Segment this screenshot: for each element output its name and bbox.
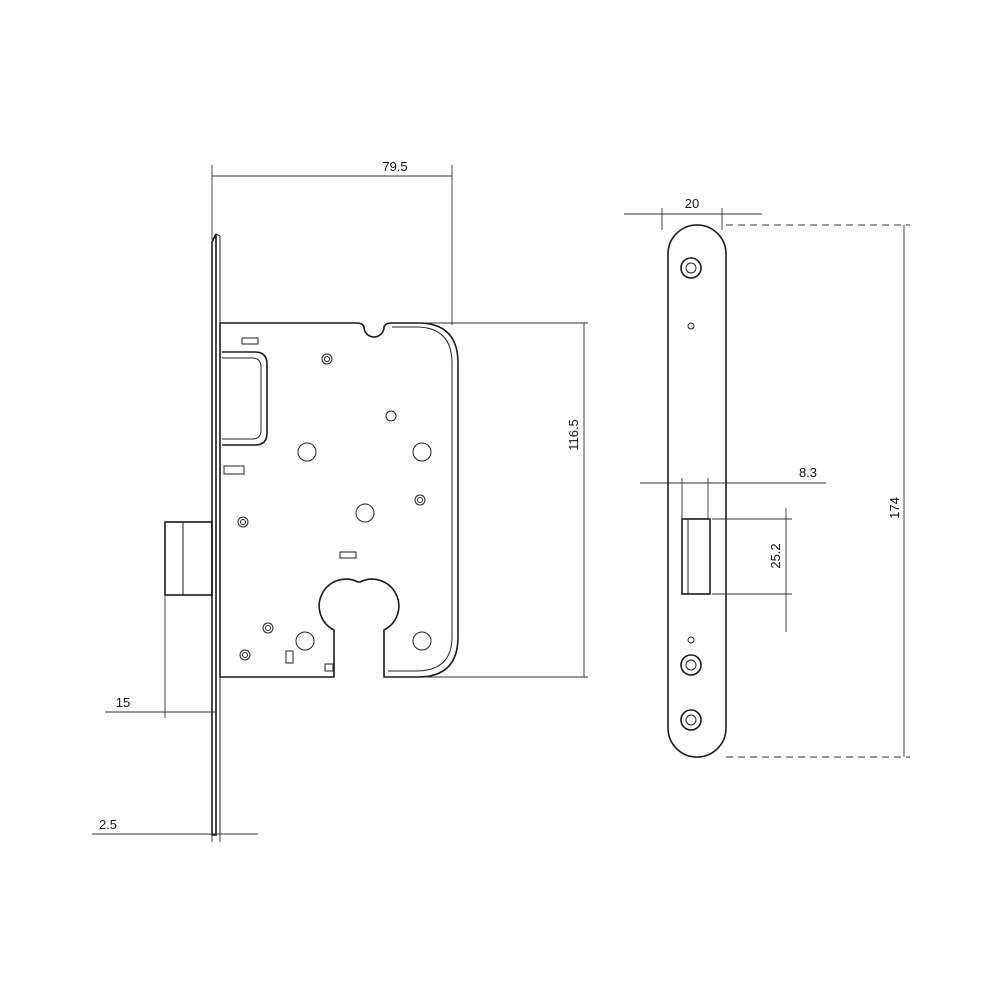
case-slot — [324, 663, 334, 672]
case-height-label: 116.5 — [566, 419, 581, 451]
dimension-latch-opening-height: 25.2 — [712, 508, 792, 632]
latch-opening-height-label: 25.2 — [768, 543, 783, 568]
backset-offset-label: 15 — [116, 695, 130, 710]
case-slot — [285, 650, 294, 664]
faceplate-thickness-label: 2.5 — [99, 817, 117, 832]
case-slot — [241, 337, 259, 345]
dimension-lock-width: 79.5 — [211, 159, 453, 325]
lock-case-outline — [219, 322, 459, 678]
case-slot — [223, 465, 245, 475]
latch-bolt — [164, 521, 213, 596]
strike-plate-outline — [667, 224, 727, 758]
dimension-latch-opening-width: 8.3 — [640, 465, 826, 519]
strike-height-label: 174 — [887, 497, 902, 519]
strike-width-label: 20 — [685, 196, 699, 211]
latch-opening — [681, 518, 711, 595]
strike-plate-view: 20 174 8.3 25.2 — [624, 196, 910, 758]
lock-faceplate — [211, 233, 221, 836]
lock-width-label: 79.5 — [382, 159, 407, 174]
case-slot — [339, 551, 357, 559]
dimension-case-height: 116.5 — [424, 322, 588, 678]
lock-body-view: 79.5 116.5 15 2.5 — [92, 159, 588, 842]
case-holes — [237, 353, 432, 661]
dimension-strike-height: 174 — [726, 224, 910, 758]
dimension-faceplate-thickness: 2.5 — [92, 817, 258, 842]
latch-opening-width-label: 8.3 — [799, 465, 817, 480]
dimension-backset-offset: 15 — [105, 595, 216, 718]
strike-screw-holes — [680, 257, 702, 731]
dimension-strike-width: 20 — [624, 196, 762, 230]
deadbolt — [222, 351, 268, 446]
